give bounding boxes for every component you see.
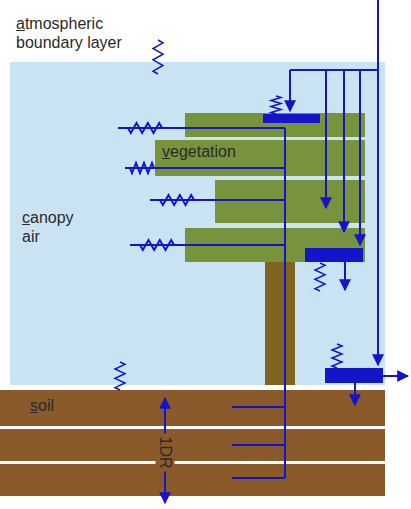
vegetation-box: vegetation bbox=[160, 142, 240, 163]
soil-layer bbox=[0, 390, 385, 426]
throughfall-arrow bbox=[289, 70, 291, 111]
node-label: canopy air bbox=[22, 208, 84, 246]
leaf-flux-lines bbox=[118, 128, 285, 245]
resistor-symbol bbox=[140, 240, 174, 250]
precipitation-branch bbox=[290, 69, 378, 71]
axis-label: 1DR bbox=[155, 433, 174, 471]
leaf-layer bbox=[185, 113, 365, 137]
resistor-symbol bbox=[130, 163, 154, 173]
interception-store bbox=[305, 248, 363, 262]
resistor-symbols bbox=[115, 40, 342, 390]
root-uptake-lines bbox=[232, 407, 285, 478]
flux-lines bbox=[118, 0, 408, 503]
interception-store bbox=[263, 114, 320, 123]
soil-layer-box: soil bbox=[0, 390, 385, 426]
surface-store bbox=[325, 368, 383, 383]
resistor-symbol bbox=[160, 195, 194, 205]
runoff-arrow bbox=[383, 375, 408, 377]
throughfall-arrow bbox=[343, 70, 345, 232]
precipitation-line bbox=[377, 0, 379, 365]
resistor-symbol bbox=[153, 40, 163, 74]
trunk bbox=[265, 262, 295, 385]
region-label: atmospheric boundary layer bbox=[16, 14, 136, 52]
drip-arrow bbox=[344, 262, 346, 290]
soil-layers bbox=[0, 390, 385, 496]
throughfall-arrow bbox=[359, 70, 361, 245]
leaf-layer bbox=[215, 180, 365, 223]
soil-layer bbox=[0, 429, 385, 461]
water-stores bbox=[263, 114, 383, 383]
resistor-symbol bbox=[315, 263, 325, 291]
leaf-layer bbox=[155, 140, 365, 176]
soil-layer bbox=[0, 464, 385, 496]
throughfall-arrow bbox=[325, 70, 327, 208]
canopy-air-box: canopy air vegetation bbox=[10, 62, 385, 385]
resistor-symbol bbox=[332, 344, 342, 368]
resistor-symbol bbox=[115, 362, 125, 390]
canopy-air-region bbox=[10, 62, 385, 385]
infiltration-arrow bbox=[354, 383, 356, 405]
node-label: soil bbox=[30, 396, 54, 415]
node-label: vegetation bbox=[162, 142, 236, 161]
resistor-symbol bbox=[128, 123, 162, 133]
leaf-layers bbox=[155, 113, 365, 262]
transpiration-line bbox=[284, 128, 286, 478]
resistor-symbol bbox=[271, 96, 281, 114]
